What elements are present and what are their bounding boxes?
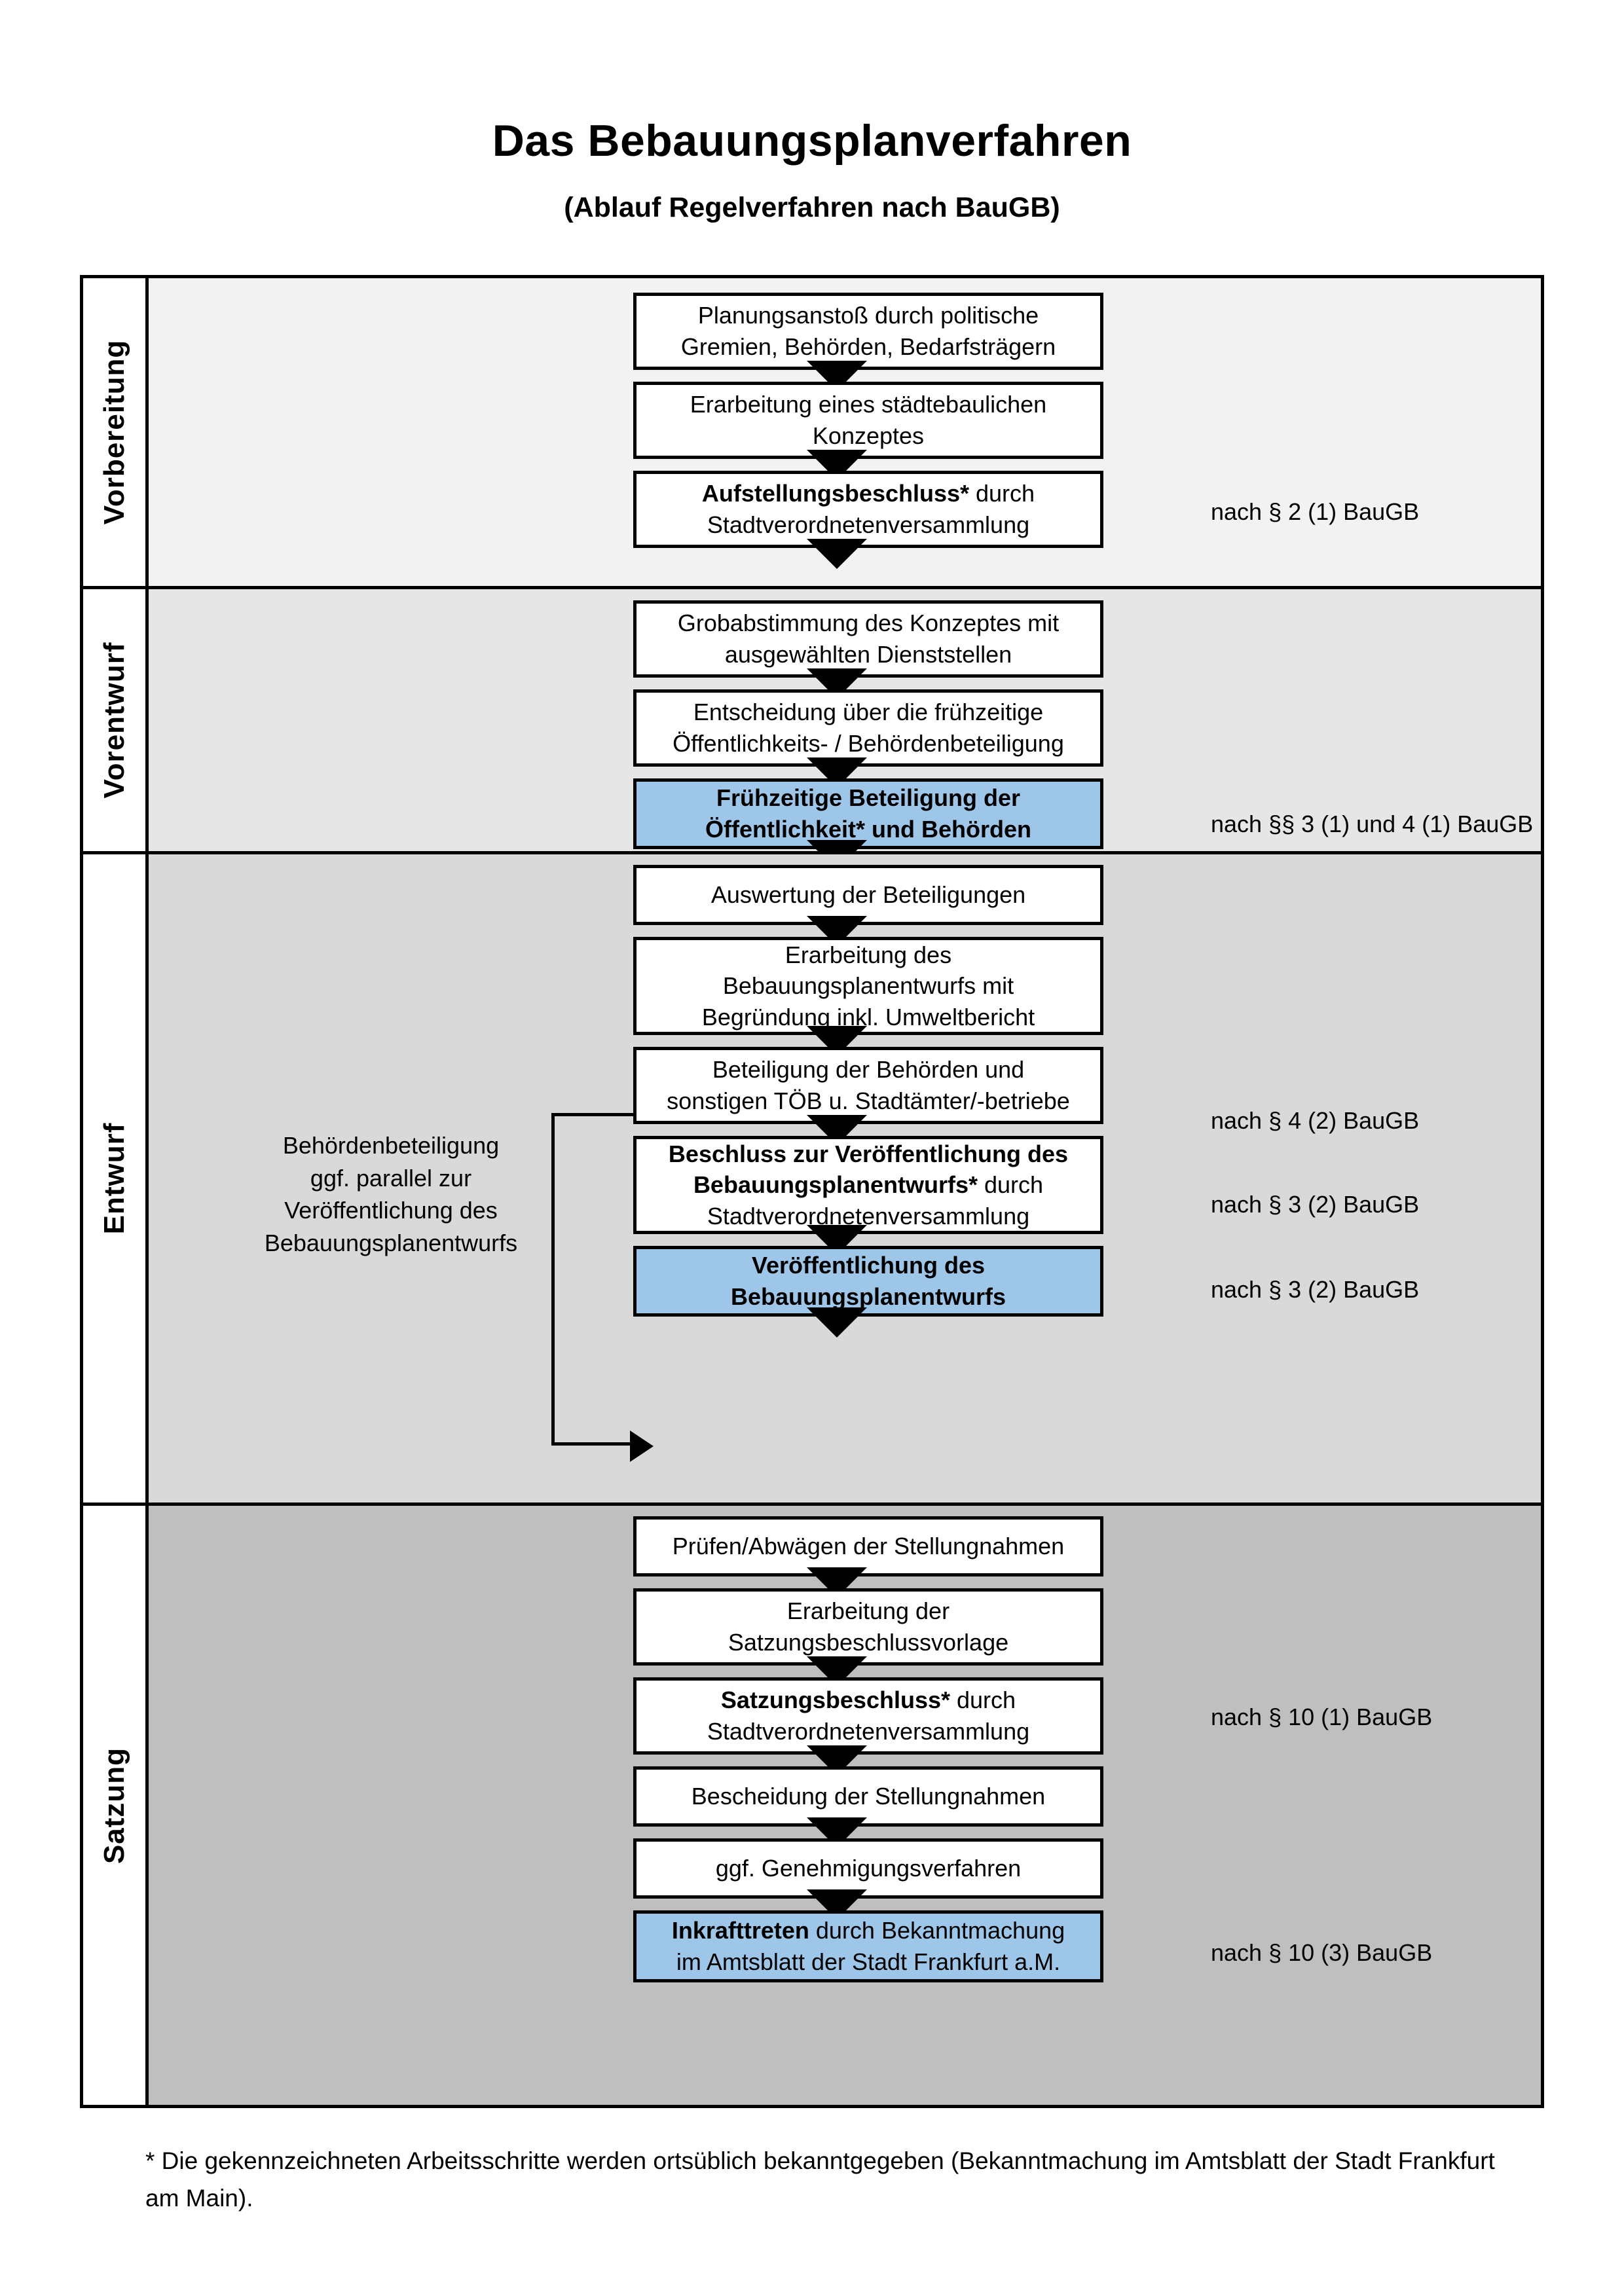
step-erarbeitung-konzept[interactable]: Erarbeitung eines städtebaulichen Konzep… <box>633 382 1103 459</box>
phase-label-satzung: Satzung <box>83 1506 149 2105</box>
step-fruehzeitige-beteiligung[interactable]: Frühzeitige Beteiligung der Öffentlichke… <box>633 778 1103 849</box>
phase-satzung: Satzung Prüfen/Abwägen der Stellungnahme… <box>83 1503 1541 2105</box>
legal-reference: nach § 10 (3) BauGB <box>1211 1939 1433 1966</box>
phase-body-satzung: Prüfen/Abwägen der Stellungnahmen Erarbe… <box>149 1506 1541 2105</box>
step-line-2-bold: Bebauungsplanentwurfs* <box>693 1171 978 1199</box>
sidenote-line-4: Bebauungsplanentwurfs <box>264 1230 518 1257</box>
phase-entwurf: Entwurf Auswertung der Beteiligungen Era… <box>83 851 1541 1503</box>
phase-label-text: Vorentwurf <box>98 642 130 799</box>
step-inkrafttreten[interactable]: Inkrafttreten durch Bekanntmachung im Am… <box>633 1910 1103 1982</box>
step-line-1: Grobabstimmung des Konzeptes mit <box>677 610 1060 637</box>
page-title: Das Bebauungsplanverfahren <box>492 116 1132 166</box>
legal-reference: nach § 3 (2) BauGB <box>1211 1276 1420 1303</box>
step-aufstellungsbeschluss[interactable]: Aufstellungsbeschluss* durch Stadtverord… <box>633 471 1103 548</box>
flow-arrow-down-icon <box>807 539 867 569</box>
step-line-1: Prüfen/Abwägen der Stellungnahmen <box>672 1533 1065 1560</box>
step-line-2-rest: durch <box>977 1171 1044 1199</box>
sidenote-line-2: ggf. parallel zur <box>310 1164 472 1192</box>
step-beschluss-veroeffentlichung[interactable]: Beschluss zur Veröffentlichung des Bebau… <box>633 1136 1103 1234</box>
sidenote-parallel-behoerdenbeteiligung: Behördenbeteiligung ggf. parallel zur Ve… <box>260 1129 522 1260</box>
step-line-2: Stadtverordnetenversammlung <box>707 511 1030 538</box>
step-line-3: Begründung inkl. Umweltbericht <box>701 1003 1035 1030</box>
step-line-2: Öffentlichkeit* und Behörden <box>705 816 1032 843</box>
step-line-1-bold: Satzungsbeschluss* <box>720 1686 951 1714</box>
phase-vorentwurf: Vorentwurf Grobabstimmung des Konzeptes … <box>83 586 1541 870</box>
step-line-2: Konzeptes <box>812 422 925 449</box>
phase-body-vorbereitung: Planungsanstoß durch politische Gremien,… <box>149 278 1541 586</box>
step-line-1: Frühzeitige Beteiligung der <box>716 784 1021 812</box>
phase-body-entwurf: Auswertung der Beteiligungen Erarbeitung… <box>149 854 1541 1503</box>
page-subtitle: (Ablauf Regelverfahren nach BauGB) <box>564 191 1060 223</box>
phase-label-text: Entwurf <box>98 1122 130 1235</box>
legal-reference: nach § 3 (2) BauGB <box>1211 1191 1420 1218</box>
phase-label-text: Vorbereitung <box>98 339 130 525</box>
step-grobabstimmung[interactable]: Grobabstimmung des Konzeptes mit ausgewä… <box>633 600 1103 678</box>
step-line-1: Erarbeitung der <box>786 1597 950 1625</box>
step-line-1: Entscheidung über die frühzeitige <box>693 699 1044 726</box>
step-line-1-rest: durch Bekanntmachung <box>809 1917 1065 1944</box>
step-line-2: ausgewählten Dienststellen <box>724 641 1012 668</box>
footnote: * Die gekennzeichneten Arbeitsschritte w… <box>145 2147 1495 2212</box>
phase-label-text: Satzung <box>98 1747 130 1864</box>
parallel-process-bracket <box>551 1113 635 1446</box>
phase-label-vorbereitung: Vorbereitung <box>83 278 149 586</box>
phase-label-entwurf: Entwurf <box>83 854 149 1503</box>
sidenote-line-3: Veröffentlichung des <box>284 1197 498 1224</box>
step-line-1-rest: durch <box>969 480 1035 507</box>
step-erarbeitung-entwurf[interactable]: Erarbeitung des Bebauungsplanentwurfs mi… <box>633 937 1103 1035</box>
legal-reference: nach § 2 (1) BauGB <box>1211 498 1420 525</box>
step-bescheidung-stellungnahmen[interactable]: Bescheidung der Stellungnahmen <box>633 1766 1103 1827</box>
step-line-1: Veröffentlichung des <box>751 1252 986 1279</box>
step-line-2: Öffentlichkeits- / Behördenbeteiligung <box>673 730 1064 757</box>
step-genehmigungsverfahren[interactable]: ggf. Genehmigungsverfahren <box>633 1838 1103 1899</box>
bracket-arrow-head-icon <box>630 1430 654 1462</box>
legal-reference: nach § 10 (1) BauGB <box>1211 1704 1433 1730</box>
step-line-1: Planungsanstoß durch politische <box>697 302 1039 329</box>
step-line-1-bold: Aufstellungsbeschluss* <box>701 480 970 507</box>
step-line-1-rest: durch <box>950 1686 1016 1714</box>
step-line-1-bold: Inkrafttreten <box>671 1917 809 1944</box>
legal-reference: nach § 4 (2) BauGB <box>1211 1107 1420 1134</box>
step-line-2: sonstigen TÖB u. Stadtämter/-betriebe <box>667 1087 1070 1114</box>
step-line-2: im Amtsblatt der Stadt Frankfurt a.M. <box>676 1948 1061 1975</box>
step-planungsanstoss[interactable]: Planungsanstoß durch politische Gremien,… <box>633 293 1103 370</box>
step-satzungsbeschluss[interactable]: Satzungsbeschluss* durch Stadtverordnete… <box>633 1677 1103 1755</box>
step-line-2: Bebauungsplanentwurfs <box>730 1283 1006 1310</box>
step-line-1-bold: Beschluss zur Veröffentlichung des <box>668 1140 1069 1167</box>
step-entscheidung-fruehzeitige-beteiligung[interactable]: Entscheidung über die frühzeitige Öffent… <box>633 689 1103 767</box>
step-line-2: Bebauungsplanentwurfs mit <box>722 972 1014 1000</box>
step-line-3: Stadtverordnetenversammlung <box>707 1202 1030 1230</box>
step-line-2: Stadtverordnetenversammlung <box>707 1718 1030 1745</box>
step-line-2: Gremien, Behörden, Bedarfsträgern <box>680 333 1056 360</box>
phase-vorbereitung: Vorbereitung Planungsanstoß durch politi… <box>83 278 1541 586</box>
document-header: Das Bebauungsplanverfahren (Ablauf Regel… <box>0 0 1624 224</box>
step-erarbeitung-satzungsvorlage[interactable]: Erarbeitung der Satzungsbeschlussvorlage <box>633 1588 1103 1666</box>
step-line-2: Satzungsbeschlussvorlage <box>728 1629 1009 1656</box>
phase-body-vorentwurf: Grobabstimmung des Konzeptes mit ausgewä… <box>149 589 1541 870</box>
step-line-1: Beteiligung der Behörden und <box>712 1056 1025 1084</box>
sidenote-line-1: Behördenbeteiligung <box>282 1132 500 1159</box>
phase-label-vorentwurf: Vorentwurf <box>83 589 149 851</box>
step-beteiligung-behoerden-toeb[interactable]: Beteiligung der Behörden und sonstigen T… <box>633 1047 1103 1124</box>
step-line-1: Bescheidung der Stellungnahmen <box>691 1783 1046 1810</box>
step-line-1: Erarbeitung des <box>784 941 952 968</box>
flow-arrow-down-icon <box>807 1307 867 1338</box>
step-line-1: ggf. Genehmigungsverfahren <box>715 1855 1022 1882</box>
step-auswertung-beteiligungen[interactable]: Auswertung der Beteiligungen <box>633 865 1103 925</box>
flowchart-frame: Vorbereitung Planungsanstoß durch politi… <box>80 275 1544 2108</box>
step-line-1: Erarbeitung eines städtebaulichen <box>690 391 1047 418</box>
step-veroeffentlichung-entwurf[interactable]: Veröffentlichung des Bebauungsplanentwur… <box>633 1246 1103 1317</box>
step-line-1: Auswertung der Beteiligungen <box>710 881 1026 909</box>
legal-reference: nach §§ 3 (1) und 4 (1) BauGB <box>1211 811 1534 837</box>
step-pruefen-abwaegen[interactable]: Prüfen/Abwägen der Stellungnahmen <box>633 1516 1103 1576</box>
